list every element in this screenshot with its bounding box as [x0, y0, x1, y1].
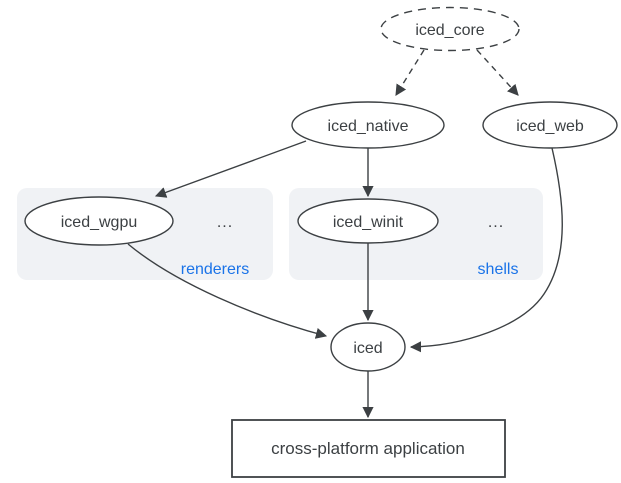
node-iced-core: iced_core: [380, 6, 520, 52]
node-iced-shape: [330, 322, 406, 372]
group-shells-ellipsis: ...: [488, 214, 504, 231]
node-iced-label: iced: [353, 340, 382, 357]
group-renderers-ellipsis: ...: [217, 214, 233, 231]
node-iced-web: iced_web: [482, 101, 618, 149]
node-iced-native: iced_native: [291, 101, 445, 149]
node-iced: iced: [330, 322, 406, 372]
node-iced-native-label: iced_native: [328, 118, 409, 135]
edge-iced_core-to-iced_native: [395, 49, 425, 96]
node-iced-wgpu-shape: [24, 196, 174, 246]
group-shells-label: shells: [478, 261, 519, 278]
node-application-shape: [231, 419, 506, 478]
edge-iced_wgpu-to-iced: [127, 243, 328, 339]
node-iced-core-label: iced_core: [415, 22, 484, 39]
node-iced-winit: iced_winit: [297, 198, 439, 244]
node-application-label: cross-platform application: [271, 439, 465, 458]
node-application: cross-platform application: [231, 419, 506, 478]
node-iced-native-shape: [291, 101, 445, 149]
edge-iced_native-to-iced_wgpu: [154, 140, 307, 198]
node-iced-winit-label: iced_winit: [333, 214, 404, 231]
node-iced-web-label: iced_web: [516, 118, 584, 135]
node-iced-wgpu: iced_wgpu: [24, 196, 174, 246]
node-iced-winit-shape: [297, 198, 439, 244]
group-renderers-label: renderers: [181, 261, 249, 278]
node-iced-wgpu-label: iced_wgpu: [61, 214, 138, 231]
edge-iced_core-to-iced_web: [476, 49, 519, 96]
node-iced-core-shape: [380, 6, 520, 52]
edge-iced_web-to-iced: [409, 147, 563, 353]
node-iced-web-shape: [482, 101, 618, 149]
